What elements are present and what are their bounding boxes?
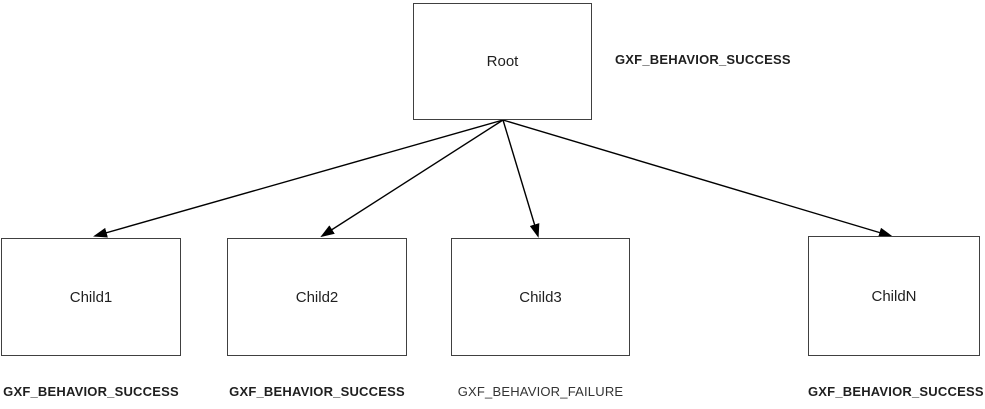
- edge-root-child3: [502, 119, 540, 238]
- status-root: GXF_BEHAVIOR_SUCCESS: [615, 52, 791, 67]
- edge-root-child1: [93, 119, 504, 238]
- node-childN: ChildN: [808, 236, 980, 356]
- status-child2: GXF_BEHAVIOR_SUCCESS: [229, 384, 405, 399]
- node-child3: Child3: [451, 238, 630, 356]
- status-childN: GXF_BEHAVIOR_SUCCESS: [808, 384, 984, 399]
- node-child2-label: Child2: [295, 288, 339, 306]
- edge-root-child2: [320, 119, 504, 238]
- node-childN-label: ChildN: [871, 287, 917, 305]
- node-child3-label: Child3: [519, 288, 562, 306]
- edge-root-childN: [502, 119, 893, 238]
- node-child1-label: Child1: [69, 288, 113, 306]
- node-root: Root: [413, 3, 592, 120]
- node-child2: Child2: [227, 238, 407, 356]
- status-child3: GXF_BEHAVIOR_FAILURE: [457, 384, 624, 399]
- node-child1: Child1: [1, 238, 181, 356]
- node-root-label: Root: [486, 53, 519, 70]
- status-child1: GXF_BEHAVIOR_SUCCESS: [3, 384, 179, 399]
